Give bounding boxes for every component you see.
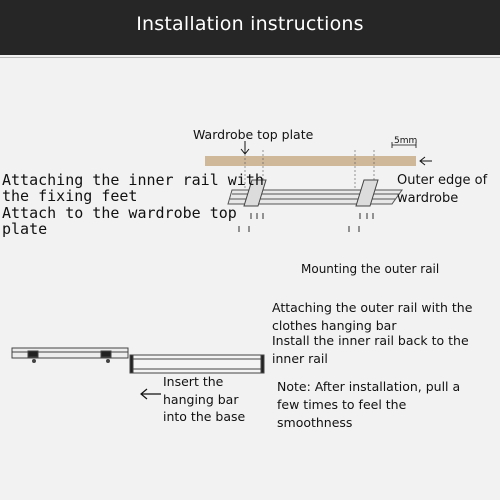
attach-inner-rail-label: Attaching the inner rail with the fixing… [2,172,264,204]
install-inner-line-2: inner rail [272,351,328,366]
outer-edge-line-1: Outer edge of [397,173,488,188]
attach-inner-line-1: Attaching the inner rail with [2,171,264,189]
note-line-1: Note: After installation, pull a [277,379,461,394]
five-mm-label: 5mm [394,136,418,146]
fixing-foot-right [355,179,379,207]
hanging-bar [129,354,265,374]
screws [238,213,374,232]
attach-top-line-2: plate [2,220,48,238]
outer-edge-line-2: wardrobe [397,191,459,206]
install-inner-rail-label: Install the inner rail back to the inner… [272,332,469,368]
attach-top-plate-label: Attach to the wardrobe top plate [2,205,237,237]
note-line-3: smoothness [277,415,353,430]
insert-hanging-bar-label: Insert the hanging bar into the base [163,373,245,426]
attach-top-line-1: Attach to the wardrobe top [2,204,237,222]
rail-base [11,347,129,363]
wardrobe-top-plate [205,156,416,166]
header-divider [0,57,500,58]
installation-diagram [11,141,432,400]
page-title: Installation instructions [136,13,364,35]
header-bar: Installation instructions [0,0,500,55]
note-label: Note: After installation, pull a few tim… [277,378,460,432]
attach-outer-line-1: Attaching the outer rail with the [272,300,473,315]
insert-arrow [140,388,161,400]
attach-outer-line-2: clothes hanging bar [272,318,397,333]
insert-line-3: into the base [163,409,246,424]
outer-edge-label: Outer edge of wardrobe [397,172,487,208]
note-line-2: few times to feel the [277,397,407,412]
top-plate-label: Wardrobe top plate [193,127,314,142]
install-inner-line-1: Install the inner rail back to the [272,333,469,348]
attach-inner-line-2: the fixing feet [2,187,138,205]
fixing-foot-left [243,179,267,207]
insert-line-1: Insert the [163,374,224,389]
insert-line-2: hanging bar [163,391,239,407]
mount-outer-rail-label: Mounting the outer rail [301,262,440,276]
attach-outer-rail-label: Attaching the outer rail with the clothe… [272,299,472,335]
